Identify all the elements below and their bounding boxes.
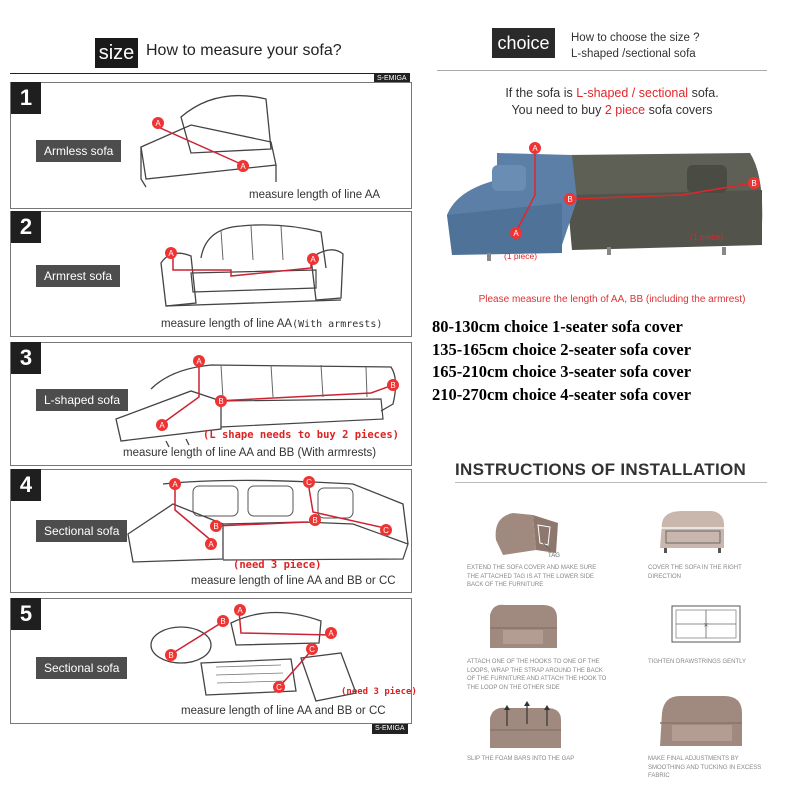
measure-instruction: measure length of line AA and BB or CC <box>191 575 396 587</box>
installation-title: INSTRUCTIONS OF INSTALLATION <box>455 460 747 479</box>
piece-label-left: (1 piece) <box>504 251 537 261</box>
step-number: 4 <box>11 469 41 501</box>
choice-title: How to choose the size ? L-shaped /secti… <box>571 32 700 60</box>
marker-c: C <box>276 683 282 692</box>
step-number: 2 <box>11 211 41 243</box>
marker-c: C <box>309 645 315 654</box>
install-step-3-text: ATTACH ONE OF THE HOOKS TO ONE OF THE LO… <box>467 659 607 691</box>
marker-a: A <box>240 162 246 171</box>
marker-a: A <box>196 357 202 366</box>
size-guide-title: How to measure your sofa? <box>146 42 342 59</box>
marker-a: A <box>159 421 165 430</box>
marker-b: B <box>168 651 173 660</box>
sectional-sofa-set-illustration: B B A A C C <box>150 604 357 702</box>
l-shape-note-line1: If the sofa is L-shaped / sectional sofa… <box>505 86 719 100</box>
size-row: 210-270cm choice 4-seater sofa cover <box>432 384 692 404</box>
l-shaped-sofa-illustration: A A B B <box>115 355 399 448</box>
step-number: 3 <box>11 342 41 374</box>
piece-note: (need 3 piece) <box>341 687 417 697</box>
title-divider <box>10 73 410 74</box>
step-label: Armrest sofa <box>36 265 121 287</box>
l-shaped-sofa-photo: A A B B (1 piece) (1 piece) <box>447 142 763 261</box>
marker-b: B <box>220 617 225 626</box>
step-armrest-sofa: 2 Armrest sofa A A measure length of lin… <box>10 211 412 337</box>
armless-sofa-illustration: A A <box>140 94 277 188</box>
step-label: Armless sofa <box>36 140 122 162</box>
install-step-2-image <box>660 511 724 553</box>
marker-b: B <box>218 397 223 406</box>
marker-b: B <box>213 522 218 531</box>
size-row: 165-210cm choice 3-seater sofa cover <box>432 362 692 381</box>
size-tag: size <box>95 38 138 68</box>
measure-instruction: measure length of line AA and BB or CC <box>181 705 386 717</box>
marker-a: A <box>155 119 161 128</box>
step-label: Sectional sofa <box>36 520 128 542</box>
marker-a: A <box>208 540 214 549</box>
marker-c: C <box>306 478 312 487</box>
measure-instruction: measure length of line AA and BB (With a… <box>123 447 377 459</box>
install-step-5-text: SLIP THE FOAM BARS INTO THE GAP <box>467 756 575 762</box>
marker-c: C <box>383 526 389 535</box>
step-sectional-sofa-1: 4 Sectional sofa A A B B C C (need 3 pie… <box>10 469 412 593</box>
size-chart: 80-130cm choice 1-seater sofa cover 135-… <box>432 316 691 406</box>
marker-b: B <box>751 179 756 188</box>
measure-caption: Please measure the length of AA, BB (inc… <box>478 294 746 305</box>
install-step-4-text: TIGHTEN DRAWSTRINGS GENTLY <box>648 659 747 665</box>
step-number: 5 <box>11 598 41 630</box>
tag-label: TAG <box>548 553 560 559</box>
marker-b: B <box>567 195 572 204</box>
marker-a: A <box>237 606 243 615</box>
sectional-sofa-illustration: A A B B C C <box>127 476 409 563</box>
step-label: Sectional sofa <box>36 657 128 679</box>
installation-divider <box>455 482 767 483</box>
brand-label-bottom: S-EMIGA <box>372 724 408 734</box>
marker-a: A <box>172 480 178 489</box>
marker-b: B <box>390 381 395 390</box>
choice-tag: choice <box>492 28 555 58</box>
install-step-5-image <box>490 701 561 748</box>
brand-label-top: S-EMIGA <box>374 74 410 84</box>
install-step-2-text: COVER THE SOFA IN THE RIGHT DIRECTION <box>648 565 742 580</box>
armrest-sofa-illustration: A A <box>160 224 344 307</box>
install-step-1-text: EXTEND THE SOFA COVER AND MAKE SURE THE … <box>467 565 597 588</box>
l-shape-note-line2: You need to buy 2 piece sofa covers <box>511 103 713 117</box>
size-row: 80-130cm choice 1-seater sofa cover <box>432 317 683 336</box>
piece-note: (need 3 piece) <box>233 559 322 571</box>
size-row: 135-165cm choice 2-seater sofa cover <box>432 339 692 359</box>
step-l-shaped-sofa: 3 L-shaped sofa A A B B (L shape needs t… <box>10 342 412 466</box>
piece-label-right: (1 piece) <box>690 232 723 242</box>
step-sectional-sofa-2: 5 Sectional sofa B B A A C C (need 3 pie… <box>10 598 417 724</box>
step-armless-sofa: 1 Armless sofa A A measure length of lin… <box>10 82 412 209</box>
piece-note: (L shape needs to buy 2 pieces) <box>203 429 399 441</box>
marker-a: A <box>310 255 316 264</box>
measure-instruction: measure length of line AA <box>249 189 381 201</box>
step-number: 1 <box>11 82 41 114</box>
marker-a: A <box>328 629 334 638</box>
install-step-3-image <box>490 604 557 648</box>
marker-a: A <box>513 229 519 238</box>
step-label: L-shaped sofa <box>36 389 129 411</box>
install-step-6-text: MAKE FINAL ADJUSTMENTS BY SMOOTHING AND … <box>648 756 762 779</box>
svg-text:✕: ✕ <box>703 623 708 629</box>
install-step-6-image <box>660 696 742 746</box>
install-step-4-image: ✕ <box>671 605 741 643</box>
choice-divider <box>437 70 767 71</box>
install-step-1-image: TAG <box>495 513 560 559</box>
marker-a: A <box>168 249 174 258</box>
marker-b: B <box>312 516 317 525</box>
marker-a: A <box>532 144 538 153</box>
measure-instruction: measure length of line AA(With armrests) <box>161 318 383 330</box>
